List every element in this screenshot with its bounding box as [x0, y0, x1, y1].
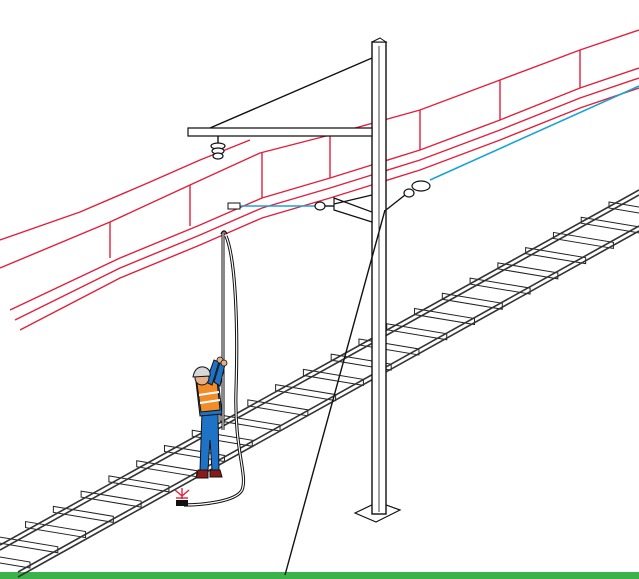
insulator-icon	[211, 136, 225, 159]
bracket-insulator-icon	[315, 202, 334, 210]
sleeper	[53, 506, 113, 522]
railway-track	[0, 190, 639, 577]
stay-insulator-icon	[386, 181, 430, 210]
sleeper	[26, 522, 86, 538]
sleeper	[0, 552, 30, 568]
rail-clamp-marker-icon	[175, 488, 189, 506]
rail-right-a	[18, 226, 639, 572]
rail-left-b	[0, 195, 639, 550]
rail-left-a	[0, 190, 639, 545]
ground-band	[0, 572, 639, 579]
